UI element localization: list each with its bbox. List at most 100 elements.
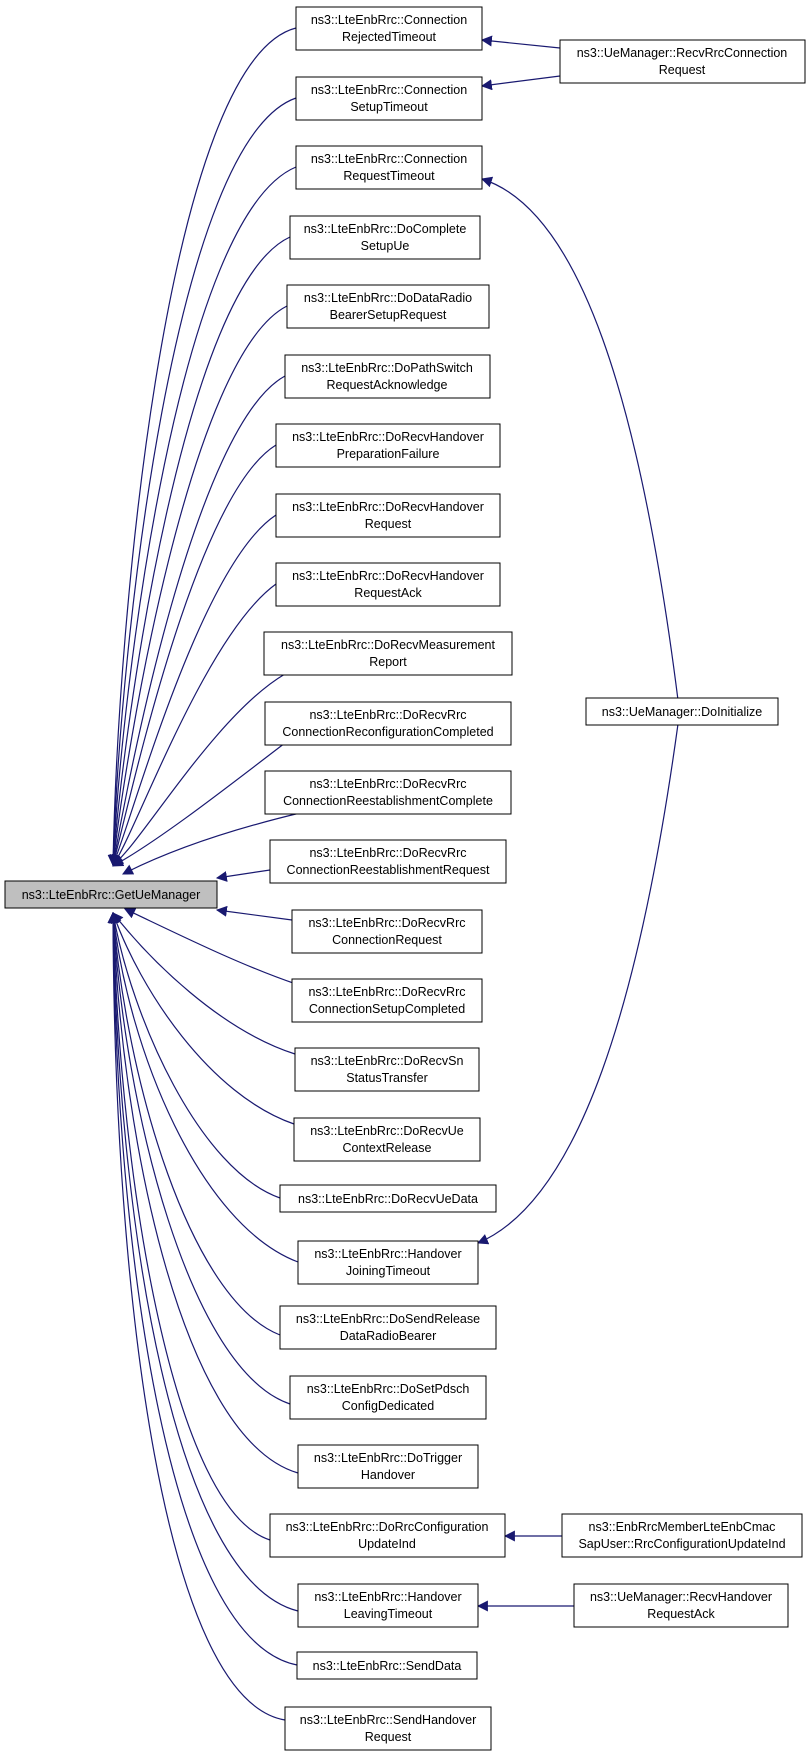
node-do-complete-setup-ue[interactable]: ns3::LteEnbRrc::DoComplete SetupUe	[289, 215, 481, 260]
edge-do-recv-rrc-reconfig	[112, 742, 286, 867]
node-label: LeavingTimeout	[344, 1607, 433, 1621]
node-label: UpdateInd	[358, 1537, 416, 1551]
edge-do-set-pdsch	[108, 911, 291, 1405]
node-label: ns3::LteEnbRrc::DoRecvSn	[311, 1054, 464, 1068]
node-do-recv-handover-preparation-failure[interactable]: ns3::LteEnbRrc::DoRecvHandover Preparati…	[275, 423, 501, 468]
node-do-recv-ue-data[interactable]: ns3::LteEnbRrc::DoRecvUeData	[279, 1184, 497, 1213]
node-label: ns3::LteEnbRrc::GetUeManager	[22, 888, 201, 902]
node-do-trigger-handover[interactable]: ns3::LteEnbRrc::DoTrigger Handover	[297, 1444, 479, 1489]
node-do-recv-measurement-report[interactable]: ns3::LteEnbRrc::DoRecvMeasurement Report	[263, 631, 513, 676]
node-label: StatusTransfer	[346, 1071, 428, 1085]
edge-do-recv-handover-request	[111, 514, 277, 867]
node-label: ns3::LteEnbRrc::DoRecvRrc	[308, 916, 465, 930]
node-connection-setup-timeout[interactable]: ns3::LteEnbRrc::Connection SetupTimeout	[295, 76, 483, 121]
node-do-send-release-data-radio-bearer[interactable]: ns3::LteEnbRrc::DoSendRelease DataRadioB…	[279, 1305, 497, 1350]
node-label: ns3::LteEnbRrc::DoRecvHandover	[292, 430, 484, 444]
node-label: ns3::UeManager::DoInitialize	[602, 705, 763, 719]
node-label: ns3::LteEnbRrc::Connection	[311, 152, 467, 166]
node-label: ns3::LteEnbRrc::DoSetPdsch	[307, 1382, 470, 1396]
edge-conn-setup-timeout	[107, 97, 297, 867]
node-label: ns3::LteEnbRrc::DoSendRelease	[296, 1312, 480, 1326]
node-label: Report	[369, 655, 407, 669]
node-do-recv-sn-status-transfer[interactable]: ns3::LteEnbRrc::DoRecvSn StatusTransfer	[294, 1047, 480, 1092]
node-label: ns3::LteEnbRrc::DoRecvHandover	[292, 500, 484, 514]
edges	[107, 27, 679, 1721]
node-label: ns3::LteEnbRrc::DoRecvRrc	[308, 985, 465, 999]
node-label: Request	[365, 517, 412, 531]
node-do-recv-rrc-connection-reestablishment-request[interactable]: ns3::LteEnbRrc::DoRecvRrc ConnectionRees…	[269, 839, 507, 884]
node-label: ns3::LteEnbRrc::DoDataRadio	[304, 291, 472, 305]
edge-send-data	[107, 911, 298, 1666]
edge-handover-joining-timeout	[108, 911, 299, 1263]
node-label: ns3::UeManager::RecvHandover	[590, 1590, 772, 1604]
edge-do-complete-setup-ue	[108, 236, 291, 867]
node-label: ns3::LteEnbRrc::DoRecvMeasurement	[281, 638, 496, 652]
node-label: ConnectionReestablishmentComplete	[283, 794, 493, 808]
node-do-recv-ue-context-release[interactable]: ns3::LteEnbRrc::DoRecvUe ContextRelease	[293, 1117, 481, 1162]
node-label: ns3::LteEnbRrc::SendData	[313, 1659, 462, 1673]
node-label: ConfigDedicated	[342, 1399, 434, 1413]
node-label: ns3::LteEnbRrc::DoRecvRrc	[309, 846, 466, 860]
node-label: ns3::LteEnbRrc::DoRecvHandover	[292, 569, 484, 583]
node-do-recv-rrc-connection-request[interactable]: ns3::LteEnbRrc::DoRecvRrc ConnectionRequ…	[291, 909, 483, 954]
node-do-rrc-configuration-update-ind[interactable]: ns3::LteEnbRrc::DoRrcConfiguration Updat…	[269, 1513, 506, 1558]
edge-do-data-radio-bearer	[108, 305, 288, 867]
node-label: ns3::LteEnbRrc::DoRecvRrc	[309, 708, 466, 722]
node-connection-rejected-timeout[interactable]: ns3::LteEnbRrc::Connection RejectedTimeo…	[295, 6, 483, 51]
edge-do-trigger-handover	[107, 911, 299, 1474]
node-label: ns3::LteEnbRrc::DoRecvRrc	[309, 777, 466, 791]
node-do-recv-handover-request-ack[interactable]: ns3::LteEnbRrc::DoRecvHandover RequestAc…	[275, 562, 501, 607]
node-do-recv-rrc-connection-reestablishment-complete[interactable]: ns3::LteEnbRrc::DoRecvRrc ConnectionRees…	[264, 770, 512, 815]
node-do-data-radio-bearer-setup-request[interactable]: ns3::LteEnbRrc::DoDataRadio BearerSetupR…	[286, 284, 490, 329]
nodes: ns3::LteEnbRrc::GetUeManager ns3::LteEnb…	[4, 6, 806, 1751]
node-label: RequestAcknowledge	[327, 378, 448, 392]
node-enb-rrc-member-cmac-sap-user[interactable]: ns3::EnbRrcMemberLteEnbCmac SapUser::Rrc…	[561, 1513, 803, 1558]
node-label: ConnectionRequest	[332, 933, 442, 947]
node-send-handover-request[interactable]: ns3::LteEnbRrc::SendHandover Request	[284, 1706, 492, 1751]
node-label: RequestAck	[647, 1607, 715, 1621]
node-do-path-switch-request-ack[interactable]: ns3::LteEnbRrc::DoPathSwitch RequestAckn…	[284, 354, 491, 399]
node-label: ns3::LteEnbRrc::SendHandover	[300, 1713, 477, 1727]
node-label: ns3::LteEnbRrc::Connection	[311, 83, 467, 97]
node-handover-leaving-timeout[interactable]: ns3::LteEnbRrc::Handover LeavingTimeout	[297, 1583, 479, 1628]
edge-do-rrc-config-update-ind	[107, 911, 271, 1541]
node-do-set-pdsch-config-dedicated[interactable]: ns3::LteEnbRrc::DoSetPdsch ConfigDedicat…	[289, 1375, 487, 1420]
node-handover-joining-timeout[interactable]: ns3::LteEnbRrc::Handover JoiningTimeout	[297, 1240, 479, 1285]
node-label: ns3::LteEnbRrc::DoRecvUe	[310, 1124, 464, 1138]
node-do-recv-handover-request[interactable]: ns3::LteEnbRrc::DoRecvHandover Request	[275, 493, 501, 538]
node-label: ns3::LteEnbRrc::Handover	[314, 1590, 461, 1604]
edge-handover-leaving-timeout	[107, 911, 299, 1612]
node-label: ConnectionSetupCompleted	[309, 1002, 465, 1016]
node-label: ns3::LteEnbRrc::DoRecvUeData	[298, 1192, 478, 1206]
edge-do-path-switch	[109, 375, 286, 867]
edge-do-recv-measurement-report	[112, 673, 286, 866]
edge-recvrrc-to-setup	[480, 75, 561, 91]
edge-do-recv-rrc-conn-request	[215, 905, 293, 921]
node-get-ue-manager[interactable]: ns3::LteEnbRrc::GetUeManager	[4, 880, 218, 909]
edge-do-recv-handover-prep-fail	[110, 444, 277, 867]
node-label: ns3::LteEnbRrc::DoPathSwitch	[301, 361, 473, 375]
node-ue-manager-recv-rrc-connection-request[interactable]: ns3::UeManager::RecvRrcConnection Reques…	[559, 39, 806, 84]
edge-recvrrc-to-rejected	[480, 35, 561, 49]
edge-do-recv-sn-status-transfer	[112, 912, 296, 1055]
node-ue-manager-recv-handover-request-ack[interactable]: ns3::UeManager::RecvHandover RequestAck	[573, 1583, 789, 1628]
node-do-recv-rrc-connection-reconfiguration-completed[interactable]: ns3::LteEnbRrc::DoRecvRrc ConnectionReco…	[264, 701, 512, 746]
node-label: ConnectionReestablishmentRequest	[287, 863, 490, 877]
edge-do-recv-rrc-setup-completed	[124, 908, 297, 985]
node-connection-request-timeout[interactable]: ns3::LteEnbRrc::Connection RequestTimeou…	[295, 145, 483, 190]
node-label: Handover	[361, 1468, 415, 1482]
node-label: ns3::UeManager::RecvRrcConnection	[577, 46, 788, 60]
node-ue-manager-do-initialize[interactable]: ns3::UeManager::DoInitialize	[585, 697, 779, 726]
node-label: ns3::EnbRrcMemberLteEnbCmac	[589, 1520, 776, 1534]
edge-do-recv-ue-data	[109, 911, 281, 1199]
node-send-data[interactable]: ns3::LteEnbRrc::SendData	[296, 1651, 478, 1680]
edge-send-handover-request	[107, 911, 286, 1721]
node-label: PreparationFailure	[337, 447, 440, 461]
node-do-recv-rrc-connection-setup-completed[interactable]: ns3::LteEnbRrc::DoRecvRrc ConnectionSetu…	[291, 978, 483, 1023]
node-label: JoiningTimeout	[346, 1264, 431, 1278]
edge-do-send-release	[108, 911, 281, 1336]
node-label: ns3::LteEnbRrc::DoComplete	[304, 222, 467, 236]
node-label: ConnectionReconfigurationCompleted	[282, 725, 493, 739]
node-label: ContextRelease	[343, 1141, 432, 1155]
